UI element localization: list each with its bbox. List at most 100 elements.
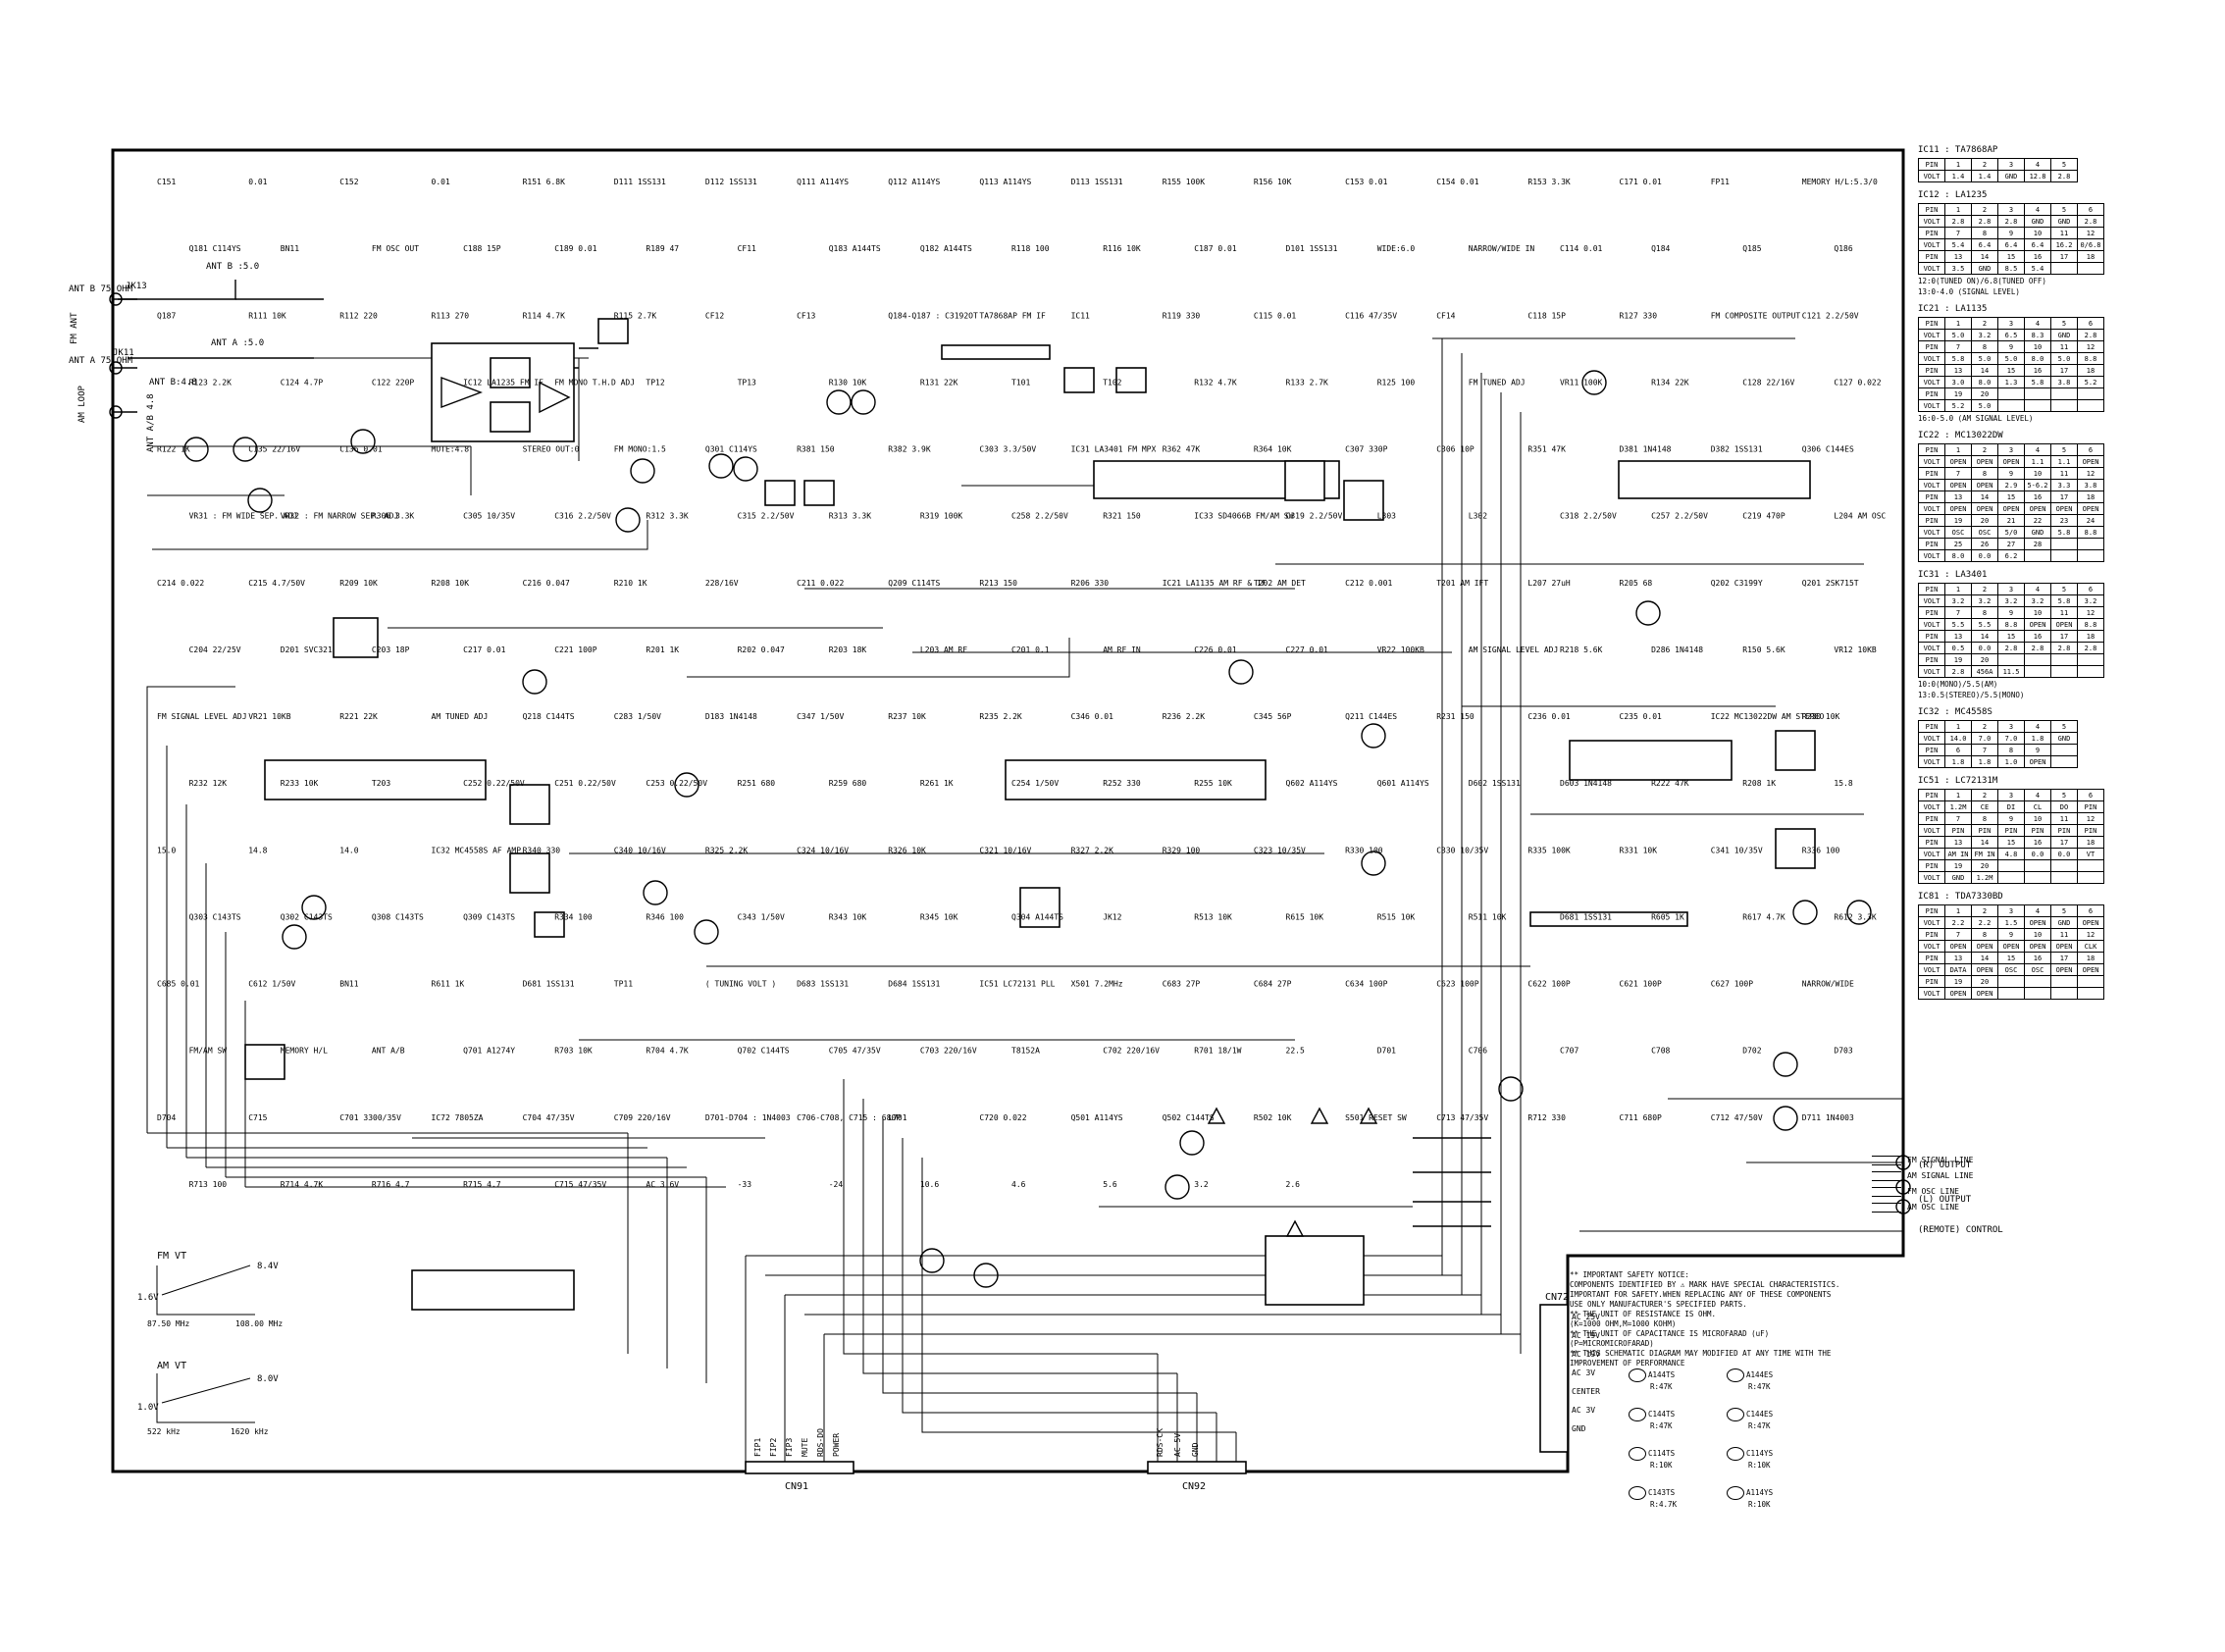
component-label: R122 1K: [157, 445, 190, 454]
table-cell: OPEN: [2077, 455, 2104, 468]
ic-table-note: 13:0.5(STEREO)/5.5(MONO): [1918, 691, 2025, 699]
table-cell: OPEN: [1944, 502, 1972, 515]
component-label: IC31 LA3401 FM MPX: [1071, 445, 1157, 454]
component-label: T102: [1103, 378, 1121, 387]
ant-b-45-label: ANT B:4.8: [149, 378, 197, 387]
table-cell: PIN: [1918, 836, 1945, 849]
table-cell: PIN: [2077, 824, 2104, 837]
table-cell: 8: [1971, 928, 1998, 941]
connector-cn72: [1539, 1304, 1569, 1453]
component-label: S501 RESET SW: [1345, 1113, 1407, 1122]
cn72-pin: AC 3V: [1572, 1368, 1595, 1377]
cn72-label: CN72: [1545, 1292, 1569, 1303]
table-cell: [1997, 871, 2025, 884]
table-cell: GND: [1971, 262, 1998, 275]
table-cell: 6: [1944, 744, 1972, 756]
component-label: VR31 : FM WIDE SEP. ADJ: [189, 512, 298, 521]
table-cell: [1997, 653, 2025, 666]
component-label: C187 0.01: [1194, 244, 1237, 253]
component-label: C323 10/35V: [1254, 846, 1306, 854]
table-cell: 0.0: [1971, 642, 1998, 654]
component-label: C720 0.022: [979, 1113, 1026, 1122]
fm-ant-b-label: ANT B 75 OHM: [69, 284, 133, 294]
component-label: 2.6: [1286, 1180, 1301, 1189]
table-cell: [2050, 755, 2078, 768]
fm-vt-fhigh: 108.00 MHz: [235, 1319, 283, 1328]
component-label: R221 22K: [339, 712, 378, 721]
table-cell: 18: [2077, 836, 2104, 849]
component-label: Q187: [157, 311, 176, 320]
table-cell: VOLT: [1918, 940, 1945, 953]
connector-cn91: [745, 1461, 854, 1474]
l-output-label: (L) OUTPUT: [1918, 1195, 1972, 1205]
component-label: C685 0.01: [157, 980, 200, 989]
component-label: Q183 A144TS: [829, 244, 881, 253]
component-label: Q302 C143TS: [281, 912, 333, 921]
cn91-label: CN91: [785, 1481, 808, 1492]
table-cell: 2.2: [1971, 916, 1998, 929]
component-label: C121 2.2/50V: [1802, 311, 1859, 320]
transistor-resistor: R:47K: [1650, 1421, 1673, 1430]
table-cell: GND: [1944, 871, 1972, 884]
component-label: R331 10K: [1620, 846, 1658, 854]
component-label: NARROW/WIDE: [1802, 980, 1854, 989]
table-cell: PIN: [1918, 203, 1945, 216]
component-label: MEMORY H/L: [281, 1047, 328, 1056]
component-label: ANT A/B: [372, 1047, 405, 1056]
component-label: T203: [372, 779, 390, 788]
table-cell: OSC: [2024, 963, 2051, 976]
component-label: C203 18P: [372, 645, 410, 654]
cn91-pin: RDS-DO: [816, 1428, 825, 1457]
component-label: Q201 2SK715T: [1802, 579, 1859, 588]
table-cell: 4: [2024, 443, 2051, 456]
component-label: 0.01: [248, 178, 267, 186]
table-cell: 3: [1997, 720, 2025, 733]
table-cell: VOLT: [1918, 800, 1945, 813]
table-cell: 6.2: [1997, 549, 2025, 562]
table-cell: VOLT: [1918, 352, 1945, 365]
transistor-name: C144TS: [1648, 1410, 1676, 1419]
table-cell: [2050, 262, 2078, 275]
component-label: C257 2.2/50V: [1651, 512, 1708, 521]
table-cell: 3.2: [2024, 594, 2051, 607]
table-cell: 15: [1997, 836, 2025, 849]
component-label: C341 10/35V: [1711, 846, 1763, 854]
legend-item: AM OSC LINE: [1872, 1200, 1973, 1215]
table-cell: 5: [2050, 158, 2078, 171]
component-label: C188 15P: [463, 244, 501, 253]
table-cell: 14: [1971, 490, 1998, 503]
safety-notice: ** IMPORTANT SAFETY NOTICE: COMPONENTS I…: [1570, 1270, 1864, 1368]
table-cell: 20: [1971, 514, 1998, 527]
component-label: Q701 A1274Y: [463, 1047, 515, 1056]
component-label: D681 1SS131: [523, 980, 575, 989]
component-label: R716 4.7: [372, 1180, 410, 1189]
table-cell: 2.8: [1997, 642, 2025, 654]
table-cell: 5.8: [2050, 594, 2078, 607]
component-label: 10.6: [920, 1180, 939, 1189]
component-label: Q186: [1834, 244, 1852, 253]
notice-line: COMPONENTS IDENTIFIED BY ⚠ MARK HAVE SPE…: [1570, 1280, 1840, 1289]
table-cell: [2077, 549, 2104, 562]
table-cell: VOLT: [1918, 262, 1945, 275]
component-label: R611 1K: [432, 980, 465, 989]
table-cell: 1.3: [1997, 376, 2025, 388]
component-label: C711 680P: [1620, 1113, 1663, 1122]
table-cell: 4: [2024, 789, 2051, 801]
safety-mark: [1207, 1107, 1378, 1237]
ic51-box: [411, 1269, 575, 1311]
component-label: C214 0.022: [157, 579, 204, 588]
table-cell: 9: [1997, 928, 2025, 941]
table-cell: VOLT: [1918, 987, 1945, 1000]
table-cell: 1: [1944, 158, 1972, 171]
table-cell: 20: [1971, 653, 1998, 666]
component-label: L204 AM OSC: [1834, 512, 1886, 521]
cn92-label: CN92: [1182, 1481, 1206, 1492]
component-label: R155 100K: [1163, 178, 1206, 186]
cn91-pin: MUTE: [801, 1438, 809, 1457]
table-cell: 4.8: [1997, 848, 2025, 860]
